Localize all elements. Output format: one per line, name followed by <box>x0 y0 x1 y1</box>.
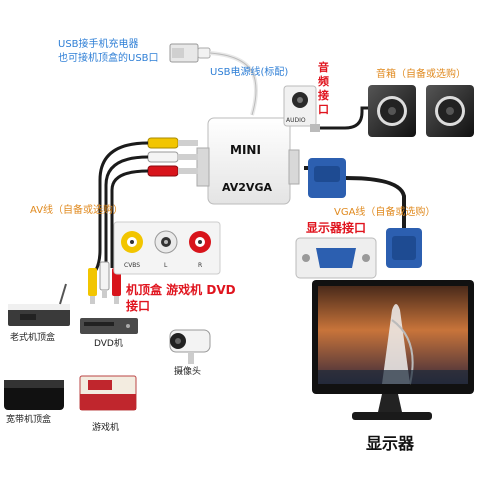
vga-cable-label: VGA线（自备或选购） <box>334 207 436 218</box>
broadband-stb-label: 宽带机顶盒 <box>6 415 52 425</box>
broadband-stb-icon <box>4 380 64 410</box>
audio-port-label-3: 接 <box>318 89 329 102</box>
av-cable-label: AV线（自备或选购） <box>30 205 124 216</box>
av-port-cvbs: CVBS <box>124 262 141 269</box>
audio-jack-label: AUDIO <box>286 117 306 124</box>
sources-label-2: 接口 <box>126 299 151 313</box>
speakers-icon <box>368 85 474 137</box>
monitor-icon <box>312 280 474 420</box>
audio-port-label-2: 频 <box>318 75 329 88</box>
rca-plugs-bottom-icon <box>88 261 121 304</box>
vga-plug-bottom-icon <box>386 228 422 268</box>
converter-box <box>196 117 300 205</box>
av-ports-panel <box>113 221 221 275</box>
camera-icon <box>169 329 211 364</box>
usb-power-cable <box>209 51 258 116</box>
converter-model: AV2VGA <box>222 181 272 194</box>
av-port-l: L <box>164 262 168 269</box>
speakers-label: 音箱（自备或选购） <box>376 69 466 80</box>
audio-port-label-1: 音 <box>318 61 329 74</box>
vga-plug-top-icon <box>308 158 346 198</box>
rca-plugs-icon <box>147 137 198 177</box>
monitor-label: 显示器 <box>366 434 415 453</box>
usb-power-cable-label: USB电源线(标配) <box>210 67 289 78</box>
audio-port-icon <box>283 85 317 127</box>
converter-brand: MINI <box>230 143 261 157</box>
audio-cable <box>318 106 395 130</box>
sources-label: 机顶盒 游戏机 DVD <box>126 283 236 297</box>
av-port-r: R <box>198 262 203 269</box>
usb-plug-icon <box>169 43 211 63</box>
dvd-label: DVD机 <box>94 339 123 349</box>
old-stb-icon <box>8 283 70 326</box>
audio-port-label-4: 口 <box>318 103 329 116</box>
old-stb-label: 老式机顶盒 <box>10 333 56 343</box>
usb-charger-sub-label: 也可接机顶盒的USB口 <box>58 53 159 64</box>
camera-label: 摄像头 <box>174 367 202 377</box>
game-console-label: 游戏机 <box>92 423 120 433</box>
av-cable <box>94 141 149 271</box>
dvd-player-icon <box>80 318 138 334</box>
display-port-label: 显示器接口 <box>306 221 367 235</box>
game-console-icon <box>79 375 137 411</box>
vga-port-icon <box>295 237 377 279</box>
usb-charger-label: USB接手机充电器 <box>58 39 139 50</box>
